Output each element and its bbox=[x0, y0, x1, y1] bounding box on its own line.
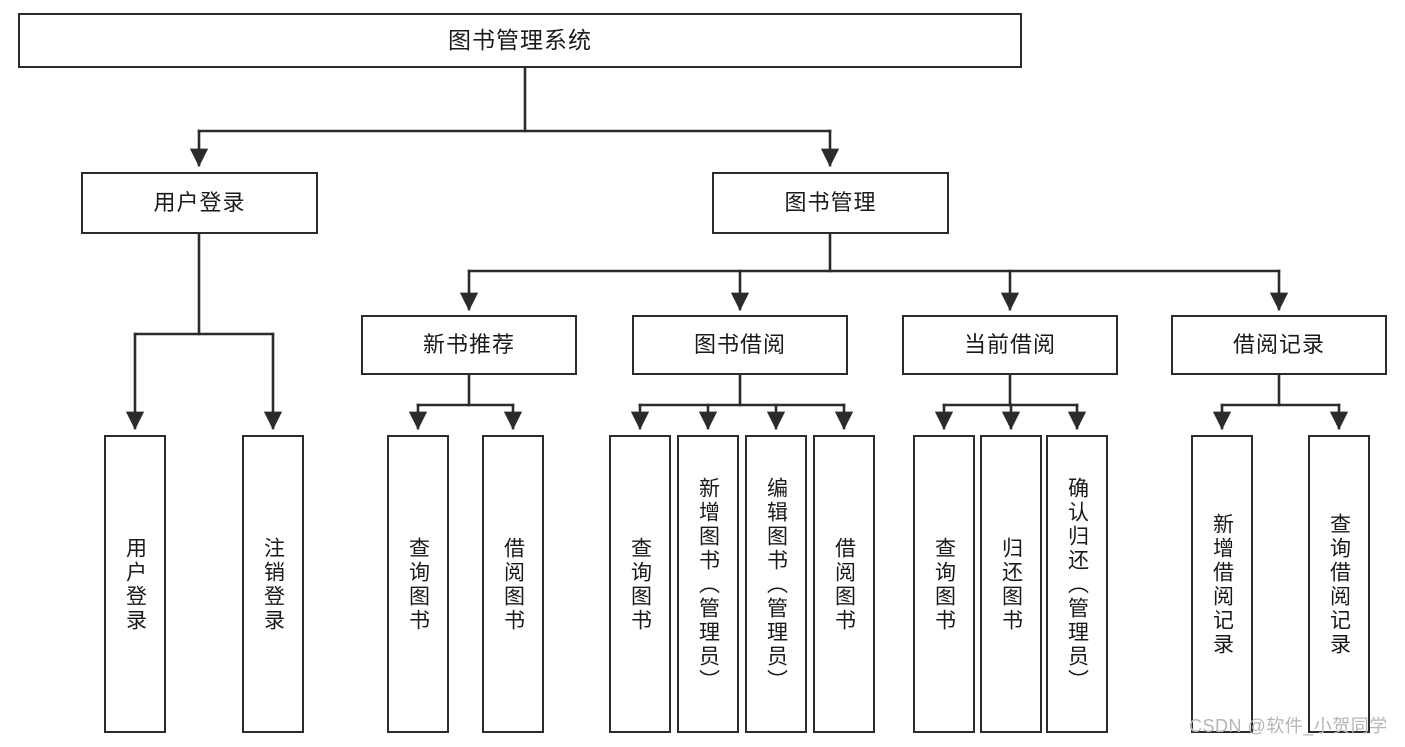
leaf-current-query-book[interactable]: 查询图书 bbox=[913, 435, 975, 733]
node-label: 编辑图书（管理员） bbox=[764, 477, 788, 693]
node-label: 当前借阅 bbox=[963, 332, 1056, 358]
leaf-borrow-query-book[interactable]: 查询图书 bbox=[609, 435, 671, 733]
node-label: 新增图书（管理员） bbox=[696, 477, 720, 693]
leaf-borrow-edit-book-admin[interactable]: 编辑图书（管理员） bbox=[745, 435, 807, 733]
leaf-record-query-borrow-record[interactable]: 查询借阅记录 bbox=[1308, 435, 1370, 733]
leaf-user-login-logout[interactable]: 注销登录 bbox=[242, 435, 304, 733]
node-label: 用户登录 bbox=[123, 537, 147, 633]
leaf-current-confirm-return-admin[interactable]: 确认归还（管理员） bbox=[1046, 435, 1108, 733]
node-user-login[interactable]: 用户登录 bbox=[81, 172, 318, 234]
csdn-watermark: CSDN @软件_小贺同学 bbox=[1189, 716, 1388, 736]
node-label: 新增借阅记录 bbox=[1210, 513, 1234, 657]
node-new-book-recommend[interactable]: 新书推荐 bbox=[361, 315, 577, 375]
node-book-borrow[interactable]: 图书借阅 bbox=[632, 315, 848, 375]
leaf-new-book-borrow[interactable]: 借阅图书 bbox=[482, 435, 544, 733]
leaf-borrow-borrow-book[interactable]: 借阅图书 bbox=[813, 435, 875, 733]
node-label: 用户登录 bbox=[153, 190, 246, 216]
leaf-current-return-book[interactable]: 归还图书 bbox=[980, 435, 1042, 733]
node-label: 查询借阅记录 bbox=[1327, 513, 1351, 657]
node-label: 查询图书 bbox=[932, 537, 956, 633]
node-label: 图书借阅 bbox=[693, 332, 786, 358]
leaf-borrow-add-book-admin[interactable]: 新增图书（管理员） bbox=[677, 435, 739, 733]
leaf-record-add-borrow-record[interactable]: 新增借阅记录 bbox=[1191, 435, 1253, 733]
node-label: 查询图书 bbox=[628, 537, 652, 633]
node-borrow-record[interactable]: 借阅记录 bbox=[1171, 315, 1387, 375]
leaf-user-login-login[interactable]: 用户登录 bbox=[104, 435, 166, 733]
node-label: 图书管理系统 bbox=[448, 27, 592, 54]
node-label: 归还图书 bbox=[999, 537, 1023, 633]
node-label: 图书管理 bbox=[784, 190, 877, 216]
node-label: 注销登录 bbox=[261, 537, 285, 633]
node-label: 查询图书 bbox=[406, 537, 430, 633]
node-label: 确认归还（管理员） bbox=[1065, 477, 1089, 693]
node-label: 借阅图书 bbox=[832, 537, 856, 633]
leaf-new-book-query[interactable]: 查询图书 bbox=[387, 435, 449, 733]
node-label: 借阅记录 bbox=[1232, 332, 1325, 358]
node-root-book-management-system[interactable]: 图书管理系统 bbox=[18, 13, 1022, 68]
node-current-borrow[interactable]: 当前借阅 bbox=[902, 315, 1118, 375]
node-label: 借阅图书 bbox=[501, 537, 525, 633]
node-book-management[interactable]: 图书管理 bbox=[712, 172, 949, 234]
node-label: 新书推荐 bbox=[422, 332, 515, 358]
